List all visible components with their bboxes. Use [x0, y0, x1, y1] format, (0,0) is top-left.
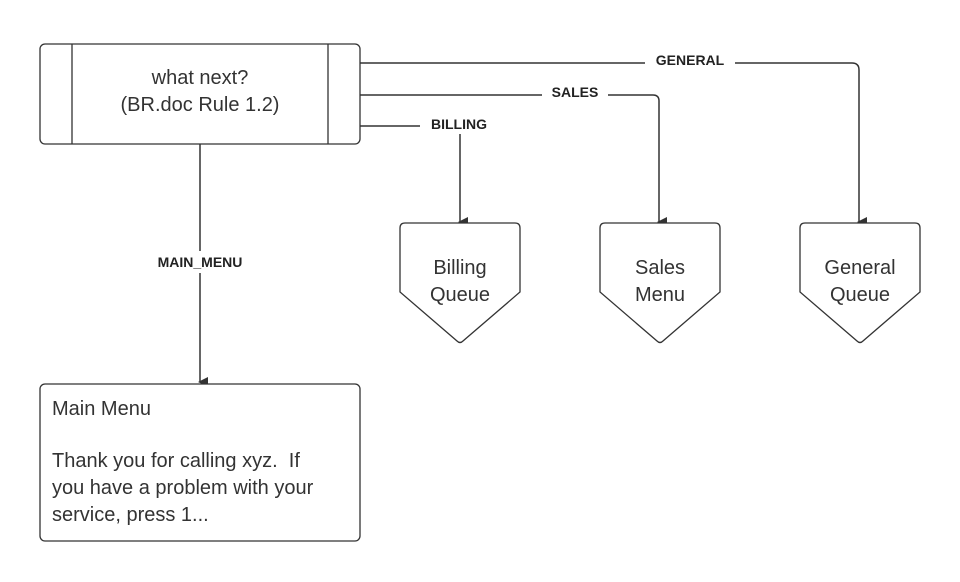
decision-line1: what next?	[151, 67, 249, 89]
queue-billing-line2: Queue	[430, 284, 490, 306]
main-menu-title: Main Menu	[52, 398, 151, 420]
decision-line2: (BR.doc Rule 1.2)	[121, 94, 280, 116]
main-menu-line: service, press 1...	[52, 504, 209, 526]
queue-node-general[interactable]: General Queue	[799, 222, 921, 344]
queue-sales-line1: Sales	[635, 257, 685, 279]
queue-general-line1: General	[824, 257, 895, 279]
edge-label-main-menu: MAIN_MENU	[158, 254, 243, 270]
queue-sales-line2: Menu	[635, 284, 685, 306]
main-menu-line: Thank you for calling xyz. If	[52, 450, 300, 472]
edge-label-bg-sales	[542, 83, 608, 102]
edge-label-bg-main-menu	[143, 251, 257, 273]
edge-general	[360, 62, 867, 227]
edge-label-general: GENERAL	[656, 52, 725, 68]
edge-label-sales: SALES	[552, 84, 599, 100]
queue-billing-line1: Billing	[433, 257, 486, 279]
edge-label-bg-general	[645, 51, 735, 70]
main-menu-node[interactable]: Main Menu Thank you for calling xyz. If …	[39, 383, 361, 542]
edge-sales	[360, 94, 667, 227]
edge-label-bg-billing	[420, 115, 498, 134]
edge-label-billing: BILLING	[431, 116, 487, 132]
main-menu-line: you have a problem with your	[52, 477, 314, 499]
queue-node-sales[interactable]: Sales Menu	[599, 222, 721, 344]
edge-billing	[360, 125, 468, 227]
decision-node[interactable]: what next? (BR.doc Rule 1.2)	[39, 43, 361, 145]
queue-node-billing[interactable]: Billing Queue	[399, 222, 521, 344]
queue-general-line2: Queue	[830, 284, 890, 306]
